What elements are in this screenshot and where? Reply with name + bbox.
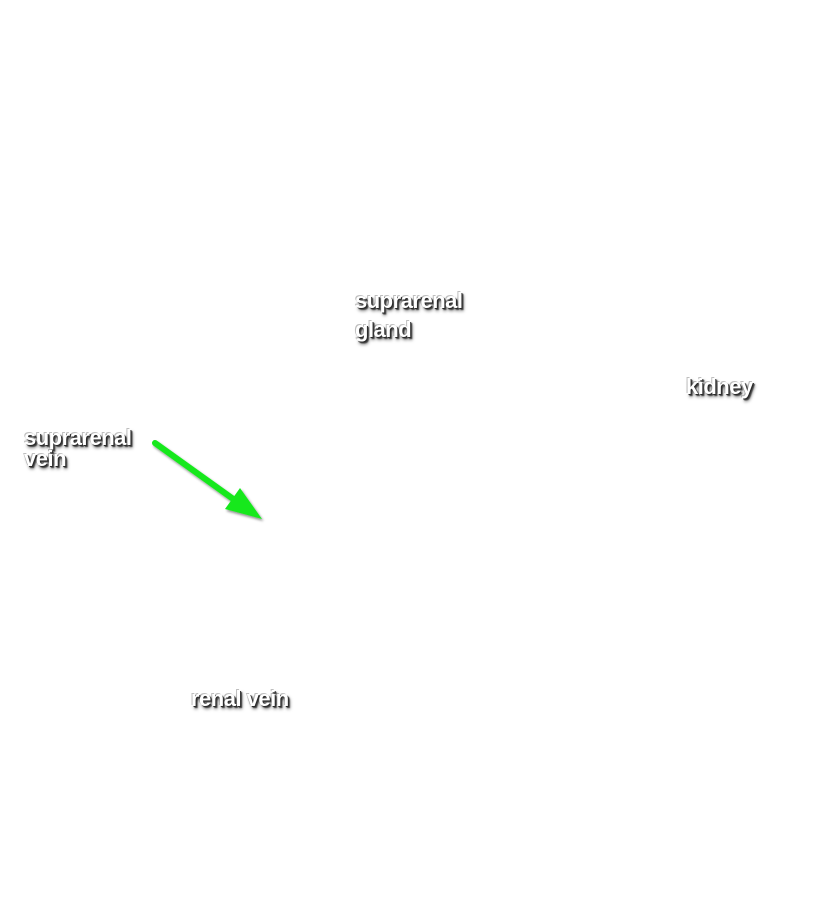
label-renal-vein: renal vein xyxy=(191,686,289,711)
arrow-shaft xyxy=(152,440,239,504)
arrow-head xyxy=(225,488,262,519)
label-kidney: kidney xyxy=(686,374,753,399)
label-suprarenal-gland: suprarenal gland xyxy=(355,288,463,342)
label-suprarenal-vein: suprarenal vein xyxy=(24,425,132,471)
